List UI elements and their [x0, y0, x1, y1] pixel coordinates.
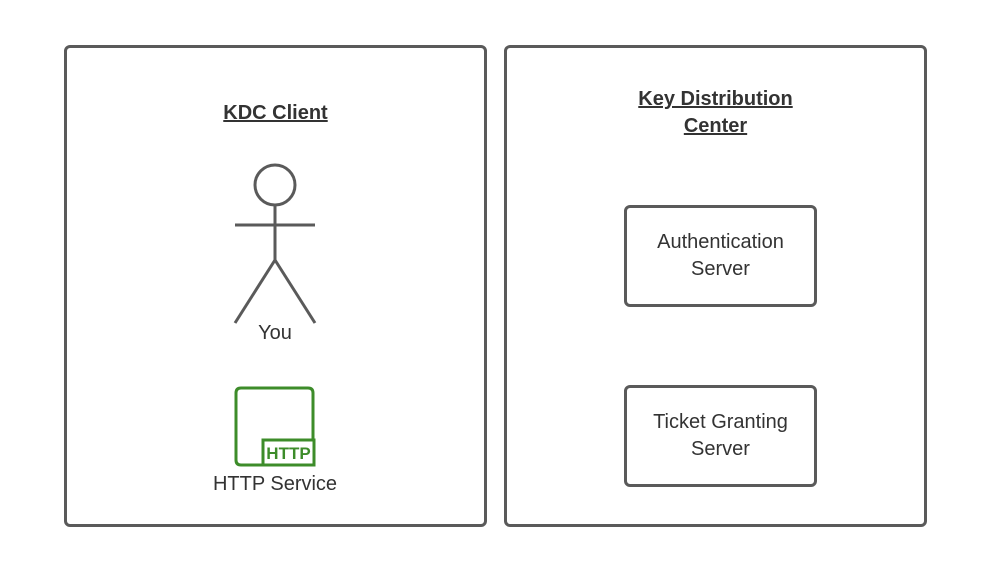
kdc-client-title: KDC Client: [223, 102, 328, 124]
ticket-granting-server-node: Ticket Granting Server: [624, 385, 817, 487]
authentication-server-label: Authentication Server: [657, 231, 784, 280]
http-service-label: HTTP Service: [212, 473, 338, 495]
actor-label: You: [258, 322, 292, 344]
http-service-icon: HTTP: [234, 386, 316, 467]
kdc-title-line2: Center: [683, 115, 748, 137]
actor-icon: [233, 163, 317, 324]
http-badge: HTTP: [266, 444, 310, 463]
kdc-container: [504, 45, 927, 527]
authentication-server-node: Authentication Server: [624, 205, 817, 307]
kdc-title-line1: Key Distribution: [638, 88, 793, 110]
ticket-granting-server-label: Ticket Granting Server: [653, 411, 788, 460]
